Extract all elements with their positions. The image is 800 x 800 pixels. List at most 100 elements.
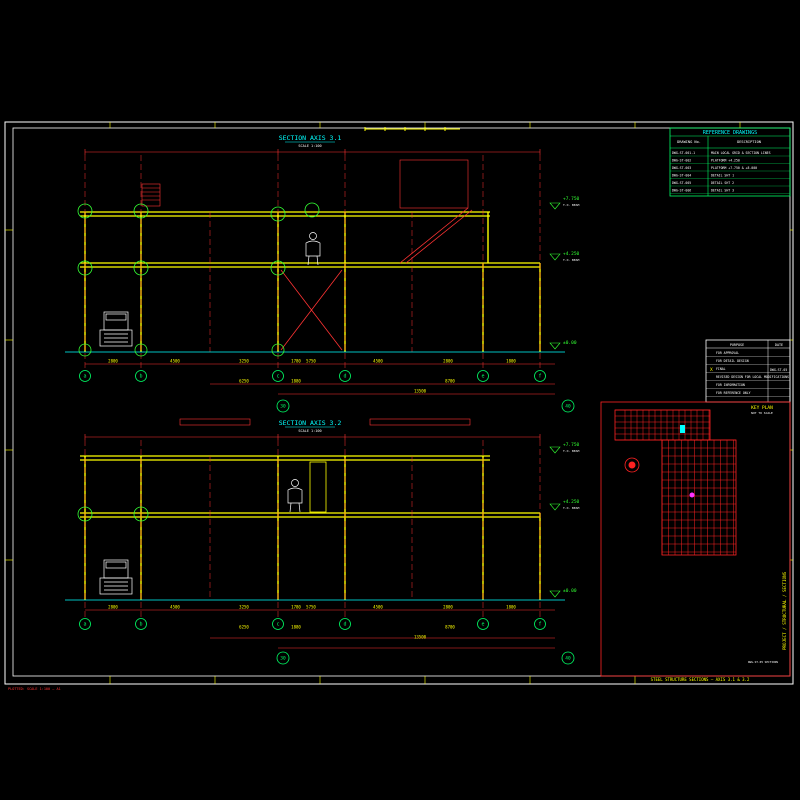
section-1-human-figure xyxy=(305,232,321,266)
axis-label: e xyxy=(481,374,484,380)
level-upper-2: +7.750 xyxy=(563,442,580,448)
axis-label: d xyxy=(343,374,346,380)
section-2-bottom-dimension xyxy=(85,609,555,649)
end-axis-bubble: 30 xyxy=(276,651,290,665)
revision-row: FOR INFORMATION xyxy=(706,383,790,389)
section-1-title: SECTION AXIS 3.1 xyxy=(279,134,342,142)
key-plan-grid xyxy=(614,409,737,556)
end-axis-bubble: 30 xyxy=(276,399,290,413)
overall-dimension: 8700 xyxy=(445,625,455,630)
axis-label: b xyxy=(139,374,142,380)
section-2-forklift xyxy=(99,559,133,595)
revision-marker: X xyxy=(710,367,713,373)
reference-drawing-no: DWG-ST-002 xyxy=(672,159,691,163)
level-middle-note: T.O. BEAM xyxy=(563,258,579,262)
span-dimension: 2800 xyxy=(108,359,118,364)
revision-col-purpose: PURPOSE xyxy=(730,343,744,347)
section-1-axis-bubbles: a b c d e f 30 40 xyxy=(79,370,575,413)
ref-col-description: DESCRIPTION xyxy=(737,140,761,144)
section-1-columns xyxy=(84,212,541,352)
reference-drawing-no: DWG-ST-003 xyxy=(672,166,691,170)
section-2-detail-circles xyxy=(77,506,149,522)
reference-row: DWG-ST-002 PLATFORM +4.250 xyxy=(670,159,790,164)
revision-purpose: FOR REFERENCE ONLY xyxy=(716,391,751,395)
revision-row: FINAL xyxy=(706,367,790,373)
axis-label: b xyxy=(139,622,142,628)
section-1-forklift xyxy=(99,311,133,347)
reference-description: DETAIL SHT 1 xyxy=(711,174,734,178)
reference-description: PLATFORM +7.750 & +8.000 xyxy=(711,166,757,170)
axis-label: c xyxy=(276,374,279,380)
overall-dimension: 8700 xyxy=(445,379,455,384)
axis-bubble-f: f xyxy=(534,370,546,382)
axis-bubble-d: d xyxy=(339,370,351,382)
revision-row: FOR APPROVAL xyxy=(706,351,790,357)
section-1-top-dimension xyxy=(84,149,541,155)
level-middle: +4.250 xyxy=(563,251,580,257)
key-plan-outline xyxy=(661,439,737,556)
overall-dimension: 1880 xyxy=(291,379,301,384)
level-middle-2-note: T.O. BEAM xyxy=(563,506,579,510)
revision-col-date: DATE xyxy=(775,343,783,347)
end-axis-bubble: 40 xyxy=(561,651,575,665)
revision-purpose: FOR INFORMATION xyxy=(716,383,745,387)
reference-drawings-title: REFERENCE DRAWINGS xyxy=(703,130,757,136)
footer-note: PLOTTED: SCALE 1:100 — A1 xyxy=(8,687,61,691)
end-axis-label: 30 xyxy=(280,404,286,410)
section-1-bottom-dimension xyxy=(85,363,555,395)
section-2-title: SECTION AXIS 3.2 xyxy=(279,419,342,427)
span-dimension: 4500 xyxy=(373,605,383,610)
reference-description: PLATFORM +4.250 xyxy=(711,159,740,163)
span-dimension: 4500 xyxy=(170,605,180,610)
revision-code: DWG-ST-05 xyxy=(770,368,787,372)
span-dimension: 3250 xyxy=(239,359,249,364)
total-dimension: 13500 xyxy=(414,389,427,394)
end-axis-label: 40 xyxy=(565,656,571,662)
section-1-level-markers: +7.750 T.O. BEAM +4.250 T.O. BEAM ±0.00 xyxy=(549,196,580,350)
reference-drawing-no: DWG-ST-001-1 xyxy=(672,151,695,155)
span-dimension: 4500 xyxy=(373,359,383,364)
axis-label: a xyxy=(83,622,86,628)
reference-drawings-table: REFERENCE DRAWINGS DRAWING No. DESCRIPTI… xyxy=(669,127,791,197)
revision-purpose: FOR DETAIL DESIGN xyxy=(716,359,749,363)
section-2-level-markers: +7.750 T.O. BEAM +4.250 T.O. BEAM ±0.00 xyxy=(549,442,580,598)
section-2-door-frame xyxy=(309,461,327,513)
section-1-grid-lines xyxy=(84,155,541,370)
section-1-beams xyxy=(80,211,540,268)
span-dimension: 2800 xyxy=(108,605,118,610)
section-2-scale: SCALE 1:100 xyxy=(298,429,321,433)
revision-purpose: FINAL xyxy=(716,367,726,371)
ref-col-drawing-no: DRAWING No. xyxy=(677,140,701,144)
span-dimension: 2800 xyxy=(443,605,453,610)
axis-label: e xyxy=(481,622,484,628)
axis-bubble-f: f xyxy=(534,618,546,630)
overall-dimension: 6250 xyxy=(239,625,249,630)
bottom-title-block: STEEL STRUCTURE SECTIONS — AXIS 3.1 & 3.… xyxy=(8,677,750,691)
key-plan: KEY PLAN NOT TO SCALE DWG-ST-05 SECTIONS xyxy=(600,401,791,677)
section-2-human-figure xyxy=(287,479,303,513)
side-title-strip: PROJECT / STRUCTURAL / SECTIONS xyxy=(782,571,787,650)
reference-description: DETAIL SHT 2 xyxy=(711,181,734,185)
axis-label: f xyxy=(538,374,541,380)
axis-bubble-a: a xyxy=(79,370,91,382)
span-dimension: 2800 xyxy=(443,359,453,364)
span-dimension: 4500 xyxy=(170,359,180,364)
revision-purpose: FOR APPROVAL xyxy=(716,351,739,355)
end-axis-label: 40 xyxy=(565,404,571,410)
section-1-bracing xyxy=(280,207,473,351)
key-plan-marker-magenta xyxy=(689,492,695,498)
span-dimension: 1780 xyxy=(291,359,301,364)
reference-description: MAIN LOCAL GRID & SECTION LINES xyxy=(711,151,771,155)
drawing-ref: DWG-ST-05 SECTIONS xyxy=(748,660,779,664)
axis-bubble-b: b xyxy=(135,618,147,630)
reference-row: DWG-ST-001-1 MAIN LOCAL GRID & SECTION LI… xyxy=(670,151,790,157)
side-strip-text: PROJECT / STRUCTURAL / SECTIONS xyxy=(782,571,787,650)
revision-row: FOR DETAIL DESIGN xyxy=(706,359,790,365)
span-dimension: 5750 xyxy=(306,605,316,610)
title-block-text: STEEL STRUCTURE SECTIONS — AXIS 3.1 & 3.… xyxy=(651,677,750,682)
key-plan-marker-cyan xyxy=(680,425,685,433)
span-dimension: 3250 xyxy=(239,605,249,610)
span-dimension: 5750 xyxy=(306,359,316,364)
